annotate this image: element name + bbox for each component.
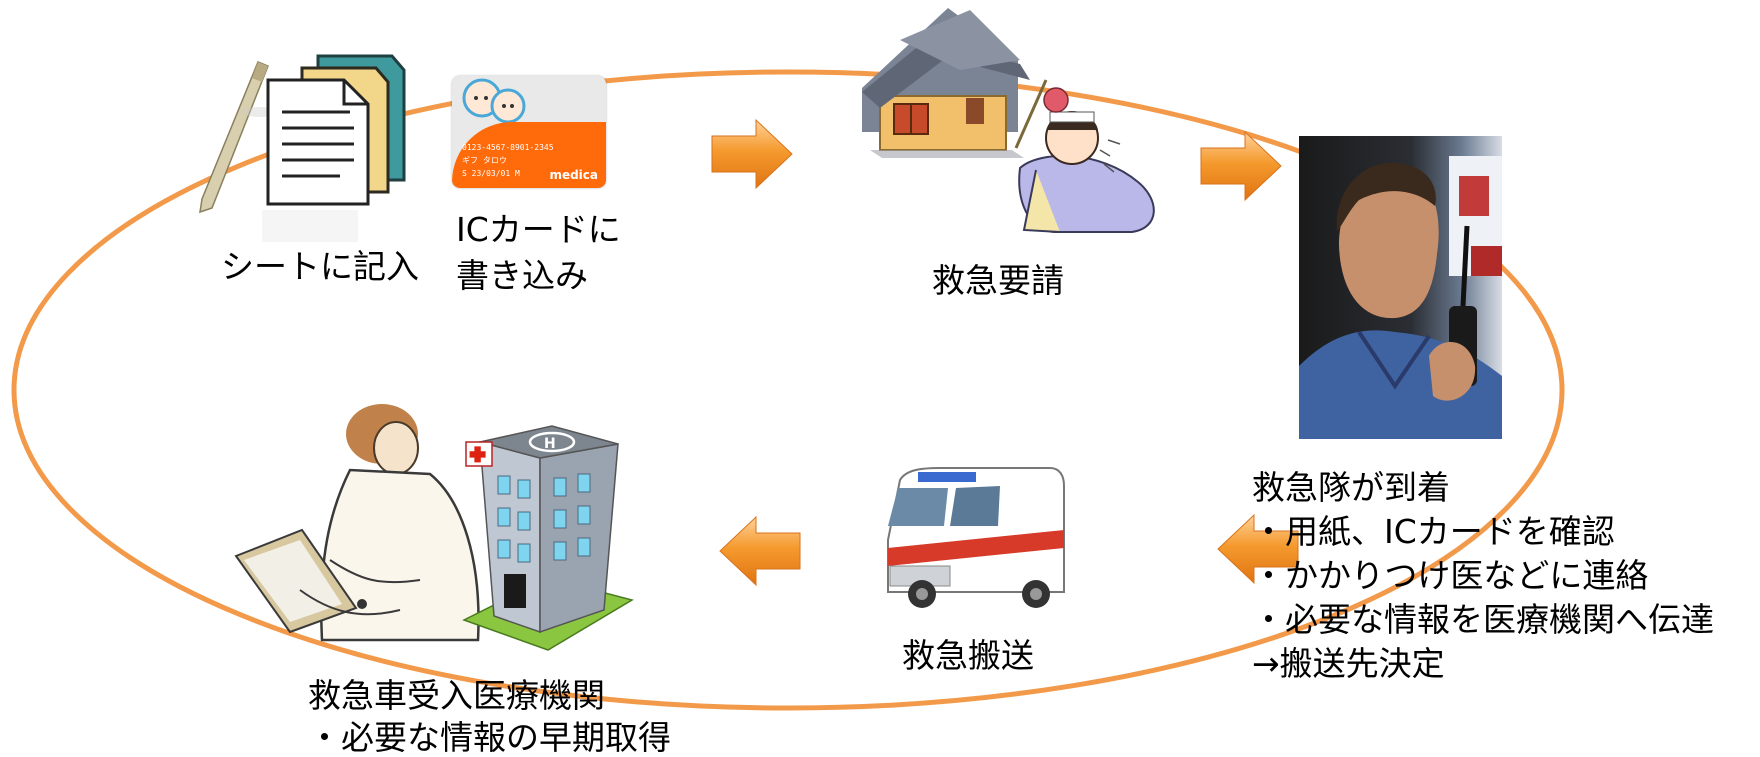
label-emergency-call: 救急要請 [932, 261, 1064, 300]
ic-card-icon: 0123-4567-8901-2345 ギフ タロウ S 23/03/01 M … [452, 76, 606, 188]
cycle-loop [11, 69, 1565, 711]
paramedic-photo [1299, 136, 1502, 439]
documents-icon [262, 54, 406, 242]
label-arrival-line2: ・用紙、ICカードを確認 [1252, 512, 1615, 551]
house-icon [862, 8, 1030, 158]
ambulance-icon [887, 467, 1065, 608]
sick-person-icon [1014, 79, 1155, 233]
card-logo: medica [549, 168, 598, 182]
label-arrival-line4: ・必要な情報を医療機関へ伝達 [1252, 600, 1714, 639]
arrow-right-2 [1200, 130, 1282, 202]
label-hospital-line2: ・必要な情報の早期取得 [308, 718, 671, 757]
arrow-right-1 [711, 118, 793, 190]
card-info: S 23/03/01 M [462, 169, 520, 178]
card-name: ギフ タロウ [462, 156, 507, 165]
label-ic-card-line1: ICカードに [456, 210, 621, 249]
card-faces-icon [462, 78, 526, 124]
label-ic-card-line2: 書き込み [456, 256, 588, 295]
nurse-icon [234, 404, 480, 642]
card-orange-band [452, 122, 606, 188]
label-arrival-line5: →搬送先決定 [1252, 644, 1445, 683]
arrow-left-1 [1217, 513, 1299, 585]
label-hospital-line1: 救急車受入医療機関 [308, 676, 605, 715]
label-arrival-line3: ・かかりつけ医などに連絡 [1252, 556, 1649, 595]
label-transport: 救急搬送 [902, 636, 1034, 675]
pen-icon [199, 61, 278, 214]
arrow-left-2 [719, 515, 801, 587]
card-number: 0123-4567-8901-2345 [462, 143, 554, 152]
label-arrival-line1: 救急隊が到着 [1252, 468, 1450, 507]
hospital-icon: H [462, 425, 634, 651]
label-write-sheet: シートに記入 [221, 247, 419, 286]
svg-text:H: H [544, 436, 556, 452]
paramedic-figure [1299, 156, 1502, 439]
